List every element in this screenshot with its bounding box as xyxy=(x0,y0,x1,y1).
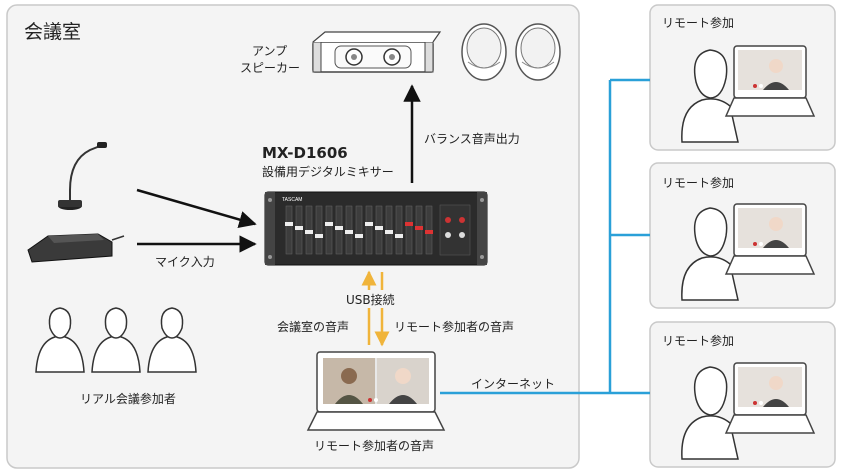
mic-input-label: マイク入力 xyxy=(155,255,215,269)
amp-label-line1: アンプ xyxy=(252,44,287,58)
laptop-caption: リモート参加者の音声 xyxy=(314,438,434,453)
meeting-room-title: 会議室 xyxy=(24,21,81,43)
remote-panel-title: リモート参加 xyxy=(662,175,734,190)
mixer-model: MX-D1606 xyxy=(262,144,348,162)
remote-audio-label: リモート参加者の音声 xyxy=(394,319,514,334)
remote-panel-title: リモート参加 xyxy=(662,15,734,30)
remote-user-icon xyxy=(681,362,816,460)
internet-network-lines xyxy=(440,78,650,395)
laptop-icon xyxy=(306,351,446,431)
gooseneck-microphone-icon xyxy=(58,142,107,210)
balanced-out-label: バランス音声出力 xyxy=(424,131,520,146)
amp-label-line2: スピーカー xyxy=(240,61,300,75)
remote-user-icon xyxy=(681,45,816,143)
mixer-brand: TASCAM xyxy=(282,197,302,203)
internet-label: インターネット xyxy=(471,377,555,391)
participants-icon xyxy=(35,307,197,373)
mixer-device: TASCAM xyxy=(264,191,488,266)
participants-label: リアル会議参加者 xyxy=(80,391,176,406)
room-audio-label: 会議室の音声 xyxy=(277,319,349,334)
boundary-microphone-icon xyxy=(27,233,125,263)
remote-user-icon xyxy=(681,203,816,301)
speaker-icon xyxy=(461,23,507,81)
usb-label: USB接続 xyxy=(346,292,395,307)
remote-panel-title: リモート参加 xyxy=(662,333,734,348)
mixer-description: 設備用デジタルミキサー xyxy=(262,164,394,179)
amplifier-icon xyxy=(312,31,442,73)
speaker-icon xyxy=(515,23,561,81)
fader-strips xyxy=(285,205,433,255)
mic-input-arrow xyxy=(136,188,257,229)
